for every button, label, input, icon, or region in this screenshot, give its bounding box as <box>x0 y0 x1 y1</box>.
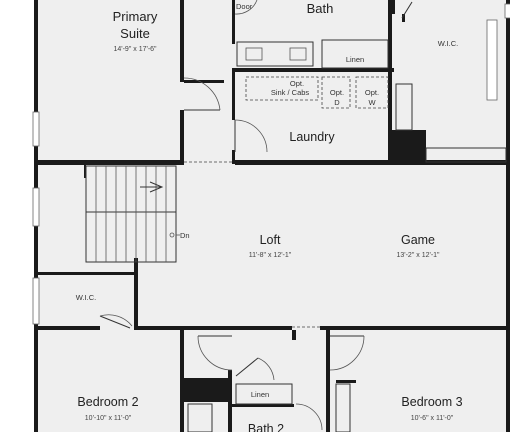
primary-suite-title-line1: Primary <box>113 9 158 24</box>
loft-title: Loft <box>260 233 281 247</box>
door-swings <box>99 0 413 431</box>
wic-right-label: W.I.C. <box>438 39 458 48</box>
floor-areas <box>38 0 510 432</box>
opt-washer-line2: W <box>368 98 376 107</box>
stair-dn-label: Dn <box>180 231 190 240</box>
game-dims: 13'-2" x 12'-1" <box>396 252 440 259</box>
loft-dims: 11'-8" x 12'-1" <box>249 252 292 259</box>
wic-left-label: W.I.C. <box>76 293 96 302</box>
laundry-title: Laundry <box>289 130 335 144</box>
opt-sink-line2: Sink / Cabs <box>271 88 310 97</box>
walls <box>34 0 510 432</box>
primary-suite-dims: 14'-9" x 17'-6" <box>113 46 157 53</box>
opt-dryer-line2: D <box>334 98 340 107</box>
primary-bath-title: Bath <box>307 1 334 16</box>
bath2-title: Bath 2 <box>248 422 284 432</box>
stair <box>85 165 180 263</box>
game-title: Game <box>401 233 435 247</box>
opt-sink-line1: Opt. <box>290 79 304 88</box>
linen-top-label: Linen <box>346 55 364 64</box>
bedroom2-dims: 10'-10" x 11'-0" <box>85 415 132 422</box>
bedroom2-title: Bedroom 2 <box>77 395 138 409</box>
primary-suite-title-line2: Suite <box>120 26 150 41</box>
opt-washer-line1: Opt. <box>365 88 379 97</box>
bedroom3-title: Bedroom 3 <box>401 395 462 409</box>
windows <box>32 3 510 325</box>
bedroom3-dims: 10'-6" x 11'-0" <box>411 415 454 422</box>
opt-dryer-line1: Opt. <box>330 88 344 97</box>
bath-door-label: Door <box>236 2 253 11</box>
linen-bottom-label: Linen <box>251 390 269 399</box>
fixtures <box>187 39 507 432</box>
labels: Primary Suite 14'-9" x 17'-6" Door Bath … <box>76 1 463 432</box>
